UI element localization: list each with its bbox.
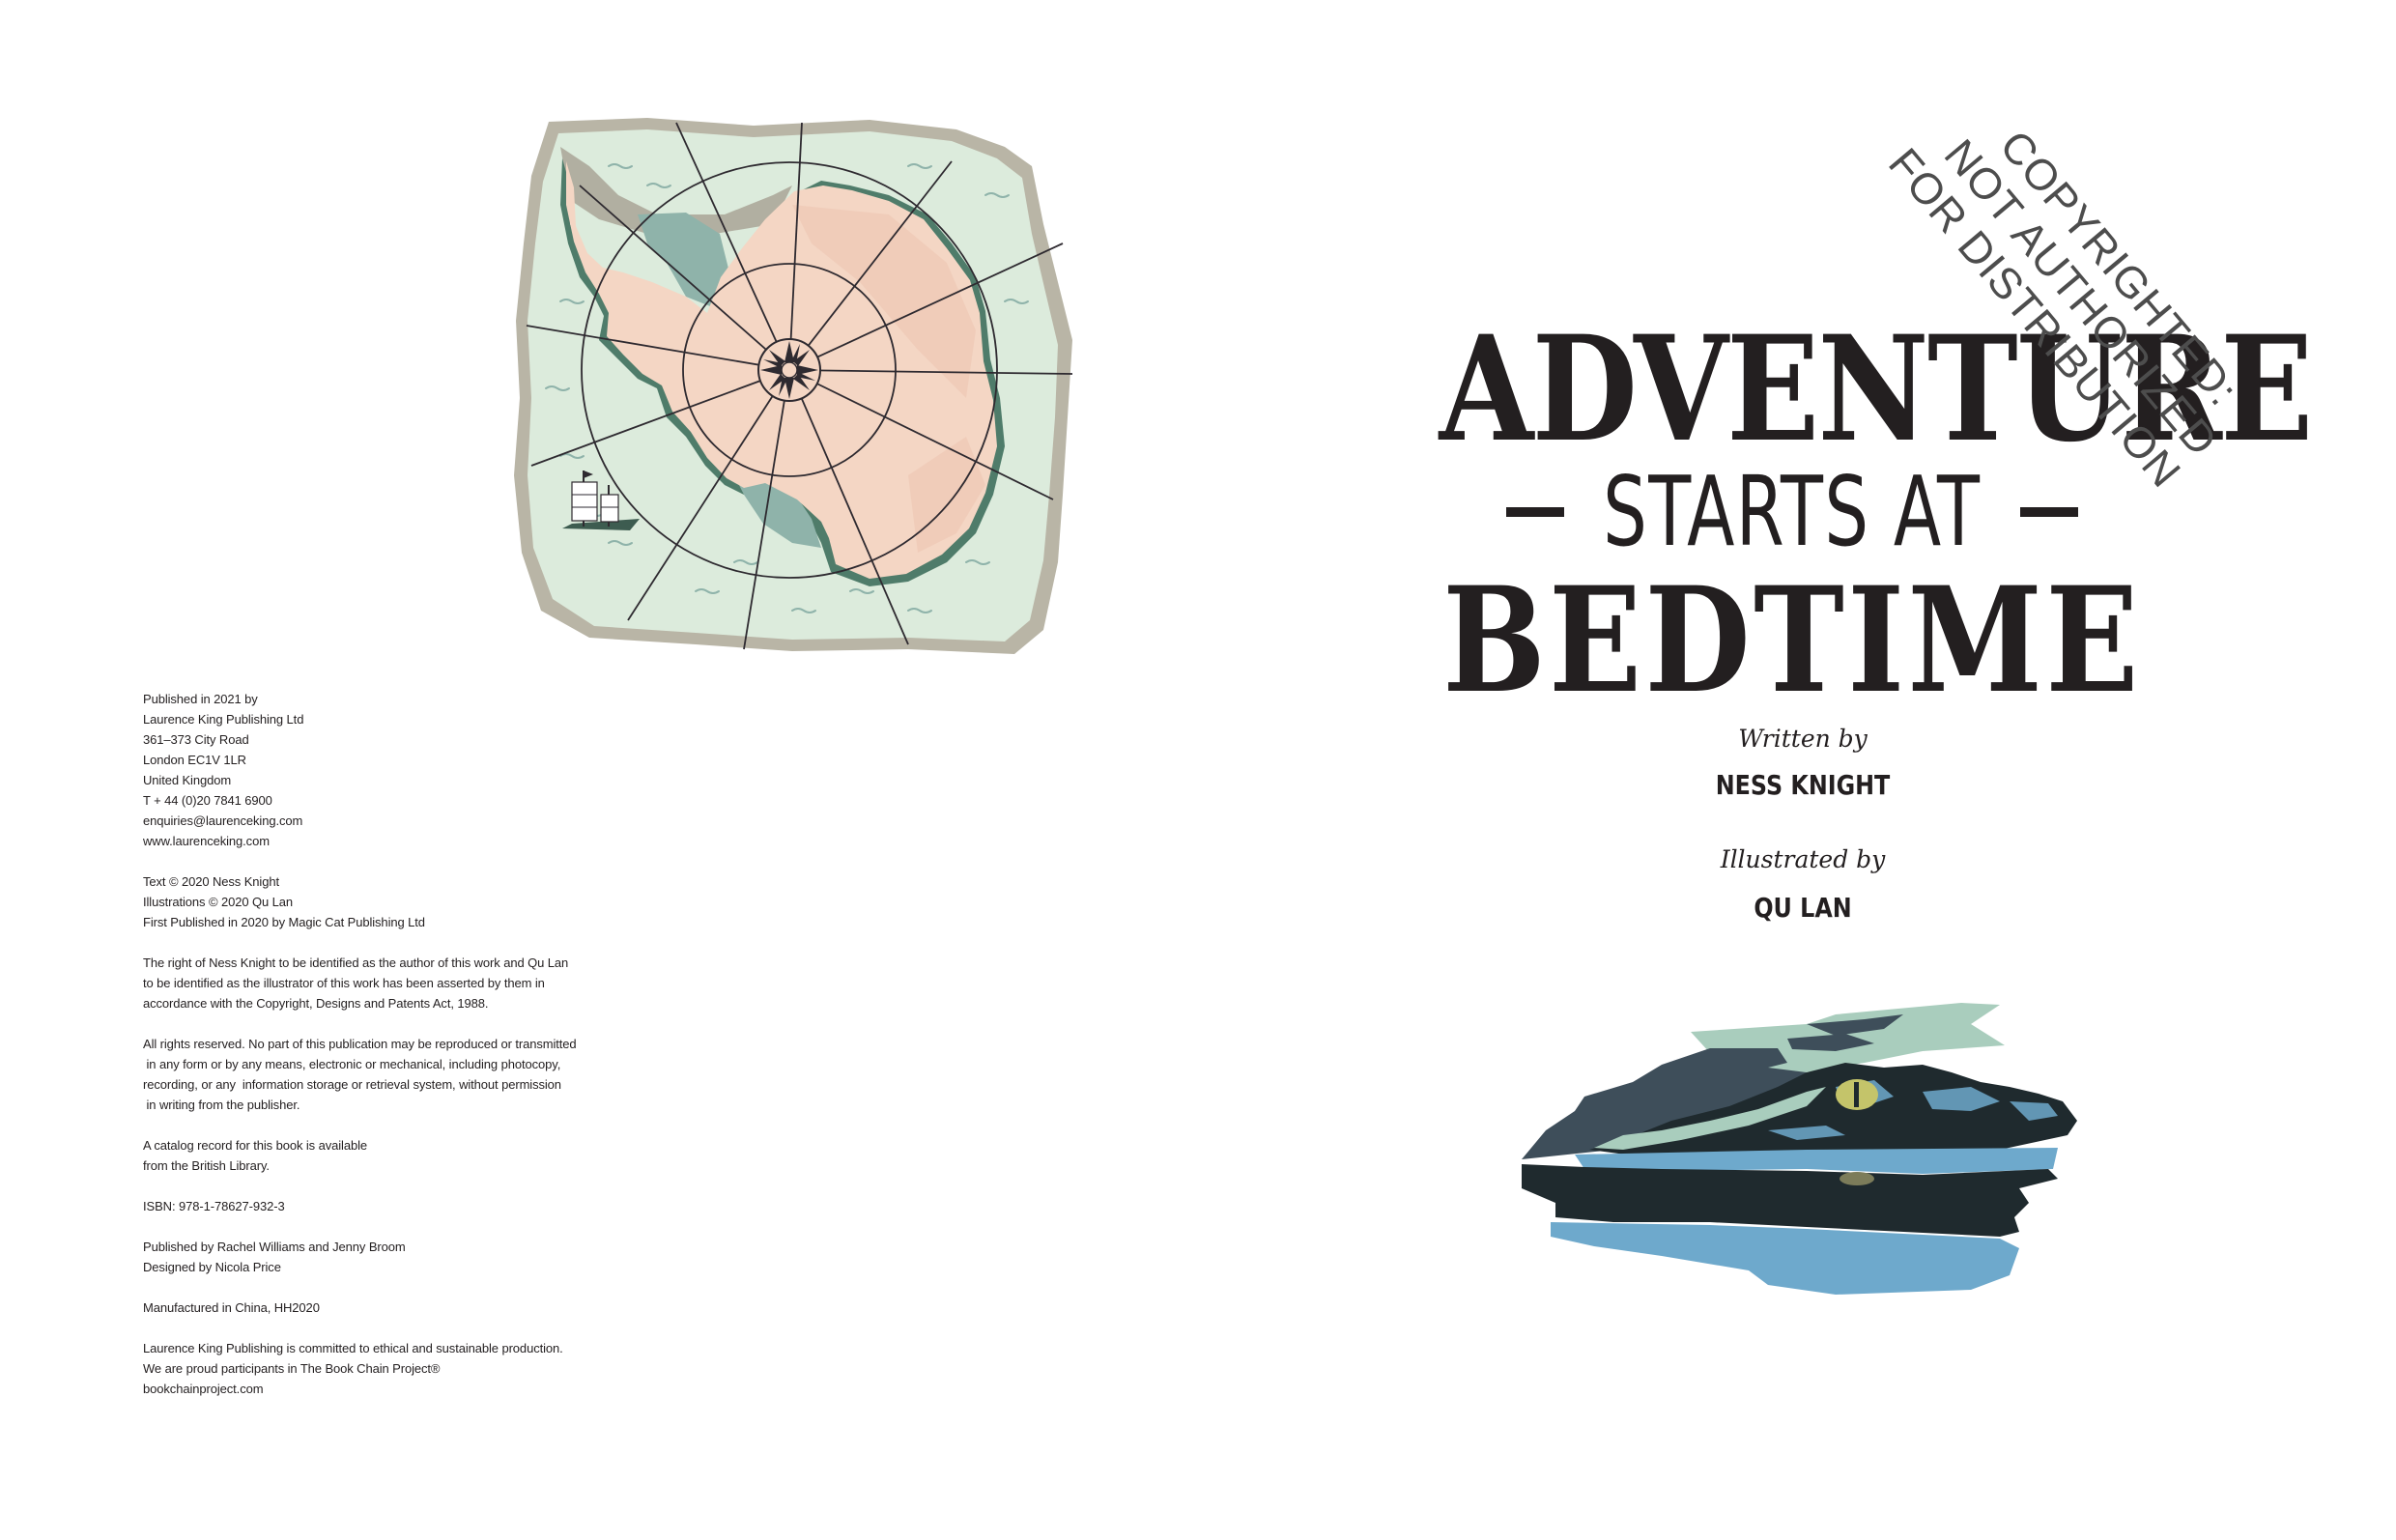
imprint-line: in any form or by any means, electronic … [143,1057,561,1071]
imprint-line: accordance with the Copyright, Designs a… [143,996,489,1011]
imprint-line: from the British Library. [143,1158,270,1173]
imprint-line: Published in 2021 by [143,692,258,706]
illustrated-by-label: Illustrated by [1720,845,1886,873]
imprint-line: Laurence King Publishing Ltd [143,712,304,727]
publisher-website: www.laurenceking.com [143,834,270,848]
imprint-line: London EC1V 1LR [143,753,246,767]
imprint-line: United Kingdom [143,773,232,787]
publisher-email: enquiries@laurenceking.com [143,813,303,828]
right-dash-ornament [2019,507,2078,517]
reflection [1522,1164,2058,1237]
illustrator-name: QU LAN [1754,892,1852,924]
imprint-line: Designed by Nicola Price [143,1260,281,1274]
imprint-line: in writing from the publisher. [143,1098,300,1112]
imprint-line: Laurence King Publishing is committed to… [143,1341,563,1355]
bookchain-website: bookchainproject.com [143,1382,264,1396]
written-by-label: Written by [1738,725,1868,753]
copyright-page: Published in 2021 by Laurence King Publi… [143,118,1073,1419]
imprint-line: First Published in 2020 by Magic Cat Pub… [143,915,425,929]
antarctica-map-illustration [514,118,1073,654]
rights-reserved-block: All rights reserved. No part of this pub… [143,1034,645,1115]
compass-rose-icon [757,338,821,402]
credits-block: Published by Rachel Williams and Jenny B… [143,1237,645,1277]
isbn: ISBN: 978-1-78627-932-3 [143,1199,285,1213]
imprint-line: Text © 2020 Ness Knight [143,874,279,889]
publisher-address-block: Published in 2021 by Laurence King Publi… [143,689,645,851]
imprint-line: Manufactured in China, HH2020 [143,1300,320,1315]
imprint-line: The right of Ness Knight to be identifie… [143,955,569,970]
title-line-starts-at-row: STARTS AT [1372,464,2212,560]
book-title: ADVENTURE STARTS AT BEDTIME [1372,309,2314,726]
crocodile-illustration [1522,1003,2077,1295]
water-surface [1575,1148,2058,1174]
imprint-line: to be identified as the illustrator of t… [143,976,545,990]
copyright-notice-block: Text © 2020 Ness Knight Illustrations © … [143,871,645,932]
imprint-line: Published by Rachel Williams and Jenny B… [143,1240,406,1254]
isbn-block: ISBN: 978-1-78627-932-3 [143,1196,645,1216]
left-dash-ornament [1506,507,1565,517]
ice-shelf-weddell [638,213,729,306]
catalog-record-block: A catalog record for this book is availa… [143,1135,645,1176]
imprint-line: T + 44 (0)20 7841 6900 [143,793,272,808]
author-name: NESS KNIGHT [1715,769,1891,801]
imprint-text: Published in 2021 by Laurence King Publi… [143,689,645,1419]
gridlines [526,122,1073,650]
sustainability-block: Laurence King Publishing is committed to… [143,1338,645,1399]
title-line-starts-at: STARTS AT [1603,455,1982,568]
slate-bg [1522,1048,1826,1159]
imprint-line: 361–373 City Road [143,732,249,747]
ship-icon [562,471,640,530]
water-below [1551,1222,2019,1295]
imprint-line: A catalog record for this book is availa… [143,1138,367,1153]
title-line-bedtime: BEDTIME [1442,556,2142,726]
croc-head [1589,1063,2077,1159]
manufacturing-block: Manufactured in China, HH2020 [143,1298,645,1318]
moral-rights-block: The right of Ness Knight to be identifie… [143,953,645,1013]
imprint-line: We are proud participants in The Book Ch… [143,1361,441,1376]
imprint-line: All rights reserved. No part of this pub… [143,1037,577,1051]
imprint-line: Illustrations © 2020 Qu Lan [143,895,294,909]
imprint-line: recording, or any information storage or… [143,1077,561,1092]
